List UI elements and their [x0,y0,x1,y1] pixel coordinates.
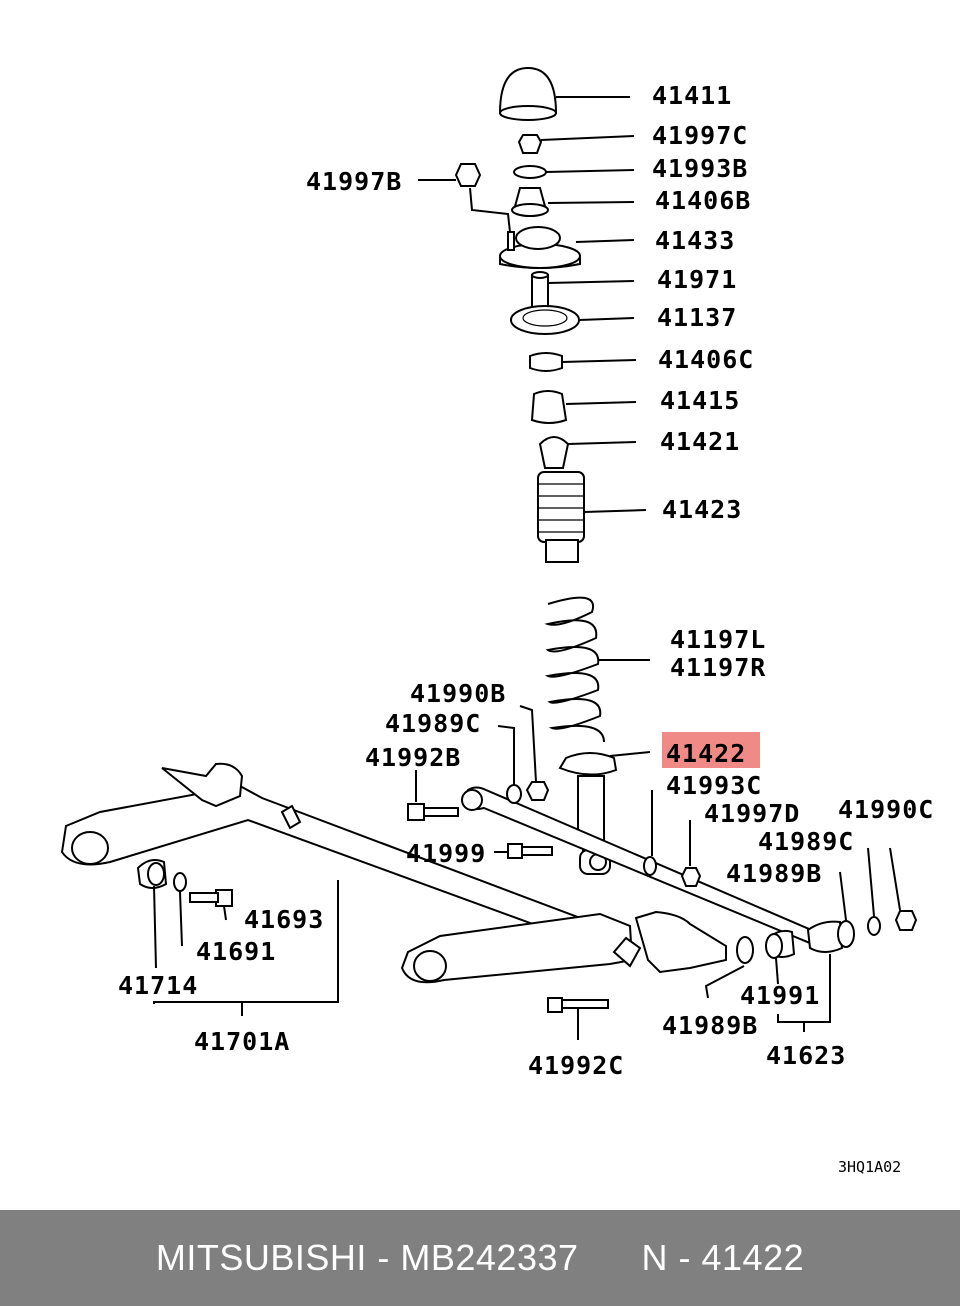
label-41701A[interactable]: 41701A [194,1027,290,1056]
part-41993B-washer [513,165,547,179]
part-41411-cap [498,66,558,121]
label-41691[interactable]: 41691 [196,937,276,966]
part-41623-bushing [806,920,855,953]
label-41971[interactable]: 41971 [657,265,737,294]
part-41997D-nut [680,867,702,887]
part-41406B-bushing [511,187,549,217]
part-41999-bolt [507,843,553,859]
highlight-41422 [662,732,760,768]
label-41406B[interactable]: 41406B [655,186,751,215]
part-41714-bushing [136,859,168,889]
label-41693[interactable]: 41693 [244,905,324,934]
diagram-code: 3HQ1A02 [838,1158,901,1176]
part-41137-seat [510,305,580,335]
part-number-caption: MITSUBISHI - MB242337 N - 41422 [155,1237,805,1278]
label-41997C[interactable]: 41997C [652,121,748,150]
label-41714[interactable]: 41714 [118,971,198,1000]
label-41415[interactable]: 41415 [660,386,740,415]
part-41691-washer [173,872,187,892]
label-41197R[interactable]: 41197R [670,653,766,682]
part-41423-dust-boot [537,471,585,563]
label-41411[interactable]: 41411 [652,81,732,110]
part-41406C-bushing [529,352,563,372]
label-41993B[interactable]: 41993B [652,154,748,183]
part-41989C-washer-b [867,916,881,936]
label-41999[interactable]: 41999 [406,839,486,868]
label-41997B[interactable]: 41997B [306,167,402,196]
label-41433[interactable]: 41433 [655,226,735,255]
label-41990B[interactable]: 41990B [410,679,506,708]
part-41197-coil-spring [544,596,605,743]
label-41623[interactable]: 41623 [766,1041,846,1070]
label-41421[interactable]: 41421 [660,427,740,456]
label-41997D[interactable]: 41997D [704,799,800,828]
parts-diagram: 41411 41997C 41993B 41406B 41997B 41433 … [60,66,934,1176]
part-41433-mount [499,226,581,269]
part-41989C-washer-a [506,784,522,804]
label-41993C[interactable]: 41993C [666,771,762,800]
part-41992C-bolt [547,997,609,1013]
part-41701A-axle-beam [60,762,727,984]
part-41997C-nut [517,134,543,154]
part-41990B-nut [525,781,550,801]
label-41423[interactable]: 41423 [662,495,742,524]
label-41989C-b[interactable]: 41989C [758,827,854,856]
part-41971-spacer [531,271,549,310]
label-41989B-a[interactable]: 41989B [726,859,822,888]
label-41990C[interactable]: 41990C [838,795,934,824]
part-41992B-bolt [407,803,459,821]
label-41989B-b[interactable]: 41989B [662,1011,758,1040]
label-41989C-a[interactable]: 41989C [385,709,481,738]
label-41992C[interactable]: 41992C [528,1051,624,1080]
part-41989B-washer [736,936,754,964]
label-41137[interactable]: 41137 [657,303,737,332]
part-41991-bushing [765,929,796,959]
label-41992B[interactable]: 41992B [365,743,461,772]
leader-lines [153,96,901,1040]
footer-bar: MITSUBISHI - MB242337 N - 41422 [0,1210,960,1306]
part-41421-bump-stop [538,436,570,469]
label-41422[interactable]: 41422 [666,739,746,768]
label-41991[interactable]: 41991 [740,981,820,1010]
part-41990C-nut [894,910,918,931]
part-41415-bumper-cup [530,390,568,424]
label-41406C[interactable]: 41406C [658,345,754,374]
part-41993C-washer [643,856,657,876]
label-41197L[interactable]: 41197L [670,625,766,654]
part-41997B-nut [454,163,482,187]
part-41693-bolt [189,889,233,907]
